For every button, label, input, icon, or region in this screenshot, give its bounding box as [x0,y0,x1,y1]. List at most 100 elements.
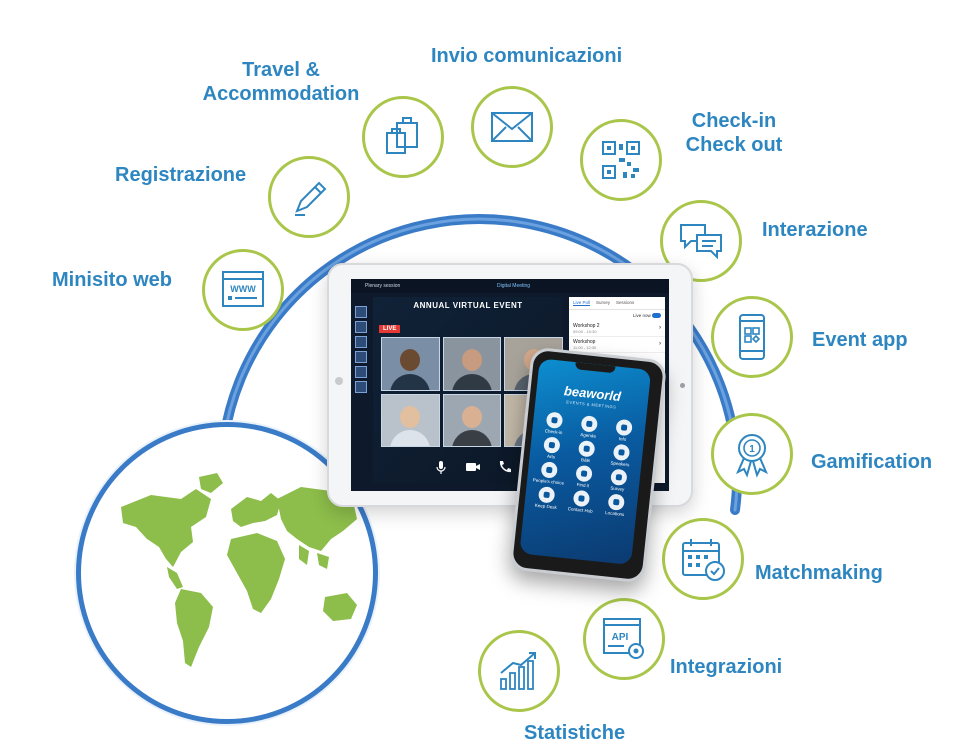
app-tile[interactable]: People's choice [531,460,568,486]
app-tile-icon [609,468,628,487]
feature-label-gamification: Gamification [811,451,933,473]
participant-video[interactable] [381,393,440,447]
growth-chart-icon [500,652,536,690]
svg-text:API: API [612,632,629,643]
app-tile-label: Info [618,436,627,442]
participant-video[interactable] [442,393,502,447]
tablet-sidebar [355,303,369,393]
sidebar-tool[interactable] [355,366,367,378]
app-tile-icon [538,486,556,504]
tablet-home-button [335,377,343,385]
phone-screen: beaworld EVENTS & MEETINGS Check-in Agen… [519,358,652,566]
feature-label-checkin-line1: Check-in [691,110,777,132]
app-tile[interactable]: Check-in [536,411,573,437]
feature-node-travel[interactable] [362,96,444,178]
sidebar-tool[interactable] [355,381,367,393]
calendar-check-icon [682,539,725,581]
chevron-right-icon: › [659,341,661,348]
smartphone-app-icon [739,314,765,360]
session-name: Workshop [573,339,596,346]
app-tile-label: Arts [546,453,556,460]
live-now-toggle[interactable]: Live now [569,310,665,321]
award-ribbon-icon: 1 [736,434,768,478]
sidebar-tool[interactable] [355,306,367,318]
feature-node-gamification[interactable]: 1 [711,413,793,495]
app-tile-label: Survey [610,485,625,492]
app-tile-icon [546,411,564,430]
feature-node-invio[interactable] [471,86,553,168]
topbar-session-title: Plenary session [365,283,401,289]
app-tile[interactable]: Contact Hub [563,489,600,515]
feature-label-invio: Invio comunicazioni [431,45,623,67]
session-name: Workshop 2 [573,323,600,330]
app-tile[interactable]: Find it [565,464,602,490]
app-tile-label: Locations [604,510,625,518]
api-gear-icon: API [603,618,644,659]
session-item[interactable]: Workshop 2 09:00 - 10:30 › [569,321,665,338]
live-badge: LIVE [379,325,401,333]
feature-node-eventapp[interactable] [711,296,793,378]
feature-node-registrazione[interactable] [268,156,350,238]
sidebar-tool[interactable] [355,351,367,363]
session-item[interactable]: Workshop 11:00 - 12:30 › [569,337,665,354]
svg-text:WWW: WWW [230,284,256,294]
app-tile-label: Agenda [580,432,597,439]
phone-icon[interactable] [497,459,513,475]
feature-label-registrazione: Registrazione [115,164,247,186]
envelope-icon [491,112,533,142]
tab-survey[interactable]: Survey [596,300,611,305]
app-tile-label: Speakers [610,460,630,468]
www-browser-icon: WWW [222,271,264,307]
app-tile-icon [577,439,596,458]
app-tile[interactable]: Locations [597,492,634,518]
app-tile-icon [614,418,633,437]
feature-label-travel-line2: Accommodation [202,83,360,105]
app-tile-icon [612,443,630,462]
feature-label-minisito: Minisito web [52,269,172,291]
feature-node-matchmaking[interactable] [662,518,744,600]
feature-label-matchmaking: Matchmaking [755,562,883,584]
chevron-right-icon: › [659,325,661,332]
feature-node-integrazioni[interactable]: API [583,598,665,680]
feature-label-eventapp: Event app [812,329,908,351]
app-tile-label: B&B [580,457,591,464]
toggle-switch-icon [652,313,661,319]
app-tile[interactable]: Agenda [571,414,608,440]
sidebar-tool[interactable] [355,321,367,333]
panel-tabs: Live Poll Survey Sessions [569,297,665,310]
feature-label-integrazioni: Integrazioni [670,656,783,678]
app-tile[interactable]: B&B [568,439,605,465]
app-tile-icon [607,493,625,511]
app-tile-icon [580,415,599,433]
app-tile[interactable]: Survey [600,467,637,493]
feature-label-statistiche: Statistiche [524,722,626,744]
video-camera-icon[interactable] [465,459,481,475]
participant-video[interactable] [381,337,440,391]
feature-label-travel-line1: Travel & [242,59,320,81]
app-tile-label: Contact Hub [567,506,593,514]
tablet-camera [680,383,685,388]
session-meta: 11:00 - 12:30 [573,345,597,351]
app-grid: Check-in Agenda Info Arts B&B Speakers P… [528,411,642,518]
app-tile[interactable]: Arts [534,435,571,461]
app-tile-icon [540,461,559,479]
app-tile[interactable]: Keep Desk [528,485,565,511]
microphone-icon[interactable] [433,459,449,475]
app-tile-icon [572,489,591,508]
world-map-icon [121,473,357,667]
phone-notch [574,362,616,374]
feature-node-interazione[interactable] [660,200,742,282]
feature-node-checkin[interactable] [580,119,662,201]
tab-sessions[interactable]: Sessions [616,300,635,305]
feature-node-minisito[interactable]: WWW [202,249,284,331]
luggage-icon [386,117,418,154]
app-tile[interactable]: Info [605,418,642,444]
tab-live-poll[interactable]: Live Poll [573,300,591,306]
participant-video[interactable] [442,337,502,391]
app-tile[interactable]: Speakers [602,443,639,469]
tablet-topbar: Plenary session Digital Meeting [351,279,669,293]
sidebar-tool[interactable] [355,336,367,348]
session-meta: 09:00 - 10:30 [573,329,597,335]
feature-node-statistiche[interactable] [478,630,560,712]
feature-label-interazione: Interazione [762,219,868,241]
